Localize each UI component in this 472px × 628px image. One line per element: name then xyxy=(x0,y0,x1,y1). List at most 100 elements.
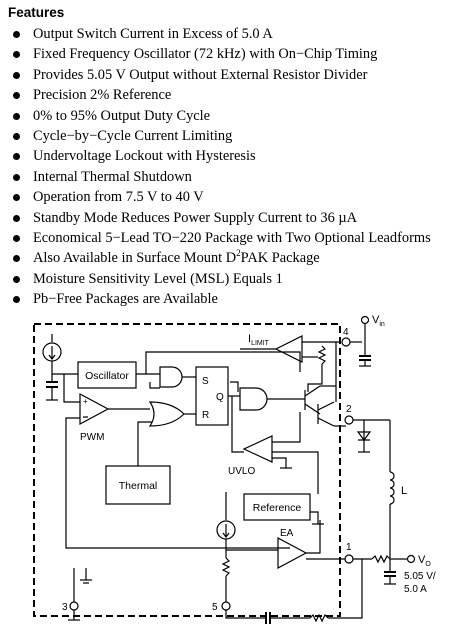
reference-label: Reference xyxy=(253,502,302,514)
wire xyxy=(328,559,363,619)
pin-2-terminal xyxy=(344,415,354,425)
wire xyxy=(272,412,301,443)
feature-item: Pb−Free Packages are Available xyxy=(0,289,431,309)
uvlo-comparator-icon xyxy=(242,435,273,463)
feature-text: Fixed Frequency Oscillator (72 kHz) with… xyxy=(33,46,378,63)
feature-item: Internal Thermal Shutdown xyxy=(0,167,431,187)
vo-label: VO xyxy=(418,554,431,568)
vin-label: Vin xyxy=(372,314,385,328)
feature-text: 0% to 95% Output Duty Cycle xyxy=(33,107,211,124)
feature-item: Standby Mode Reduces Power Supply Curren… xyxy=(0,208,431,228)
current-source-icon xyxy=(216,492,236,558)
feature-text: Precision 2% Reference xyxy=(33,87,172,104)
pin-4-label: 4 xyxy=(343,327,349,338)
feature-item: Precision 2% Reference xyxy=(0,85,431,105)
pwm-label: PWM xyxy=(80,432,104,443)
vin-terminal xyxy=(360,315,370,325)
and-gate-icon xyxy=(159,366,183,388)
wire xyxy=(63,374,80,403)
latch-r-label: R xyxy=(202,410,209,421)
feature-text: Internal Thermal Shutdown xyxy=(33,168,192,185)
feature-item: Fixed Frequency Oscillator (72 kHz) with… xyxy=(0,44,431,64)
pin-1-label: 1 xyxy=(346,542,352,553)
bullet-icon xyxy=(13,214,20,222)
pin-4-terminal xyxy=(341,337,351,347)
block-diagram: Oscillator S Q R + PWM Thermal ILIMIT 4 … xyxy=(33,314,436,624)
bullet-icon xyxy=(13,132,20,140)
ilimit-comparator-icon xyxy=(274,335,303,363)
latch-s-label: S xyxy=(202,376,209,387)
or-gate-icon xyxy=(148,401,185,427)
feature-text: Undervoltage Lockout with Hysteresis xyxy=(33,148,256,165)
bullet-icon xyxy=(13,173,20,181)
vo-main: V xyxy=(418,554,426,566)
oscillator-block xyxy=(77,361,137,389)
ea-amplifier-icon xyxy=(277,536,308,570)
resistor-icon xyxy=(317,345,327,365)
transistor-icon xyxy=(317,401,335,427)
feature-text: Standby Mode Reduces Power Supply Curren… xyxy=(33,209,358,226)
wire xyxy=(137,421,152,466)
bullet-icon xyxy=(13,194,20,202)
inductor-label: L xyxy=(401,485,407,497)
feature-text: PAK Package xyxy=(240,250,320,267)
resistor-icon xyxy=(371,554,391,564)
ilimit-main: I xyxy=(248,333,251,345)
feature-text: Output Switch Current in Excess of 5.0 A xyxy=(33,26,273,42)
bullet-icon xyxy=(13,31,20,38)
wire xyxy=(145,351,301,374)
current-source-icon xyxy=(42,334,62,401)
output-voltage-label: 5.05 V/ xyxy=(404,571,436,582)
pin-3-label: 3 xyxy=(62,602,68,613)
diode-icon xyxy=(356,431,372,441)
wire xyxy=(272,457,287,468)
pwm-comparator-icon xyxy=(79,392,110,426)
vin-main: V xyxy=(372,314,380,326)
features-list: Output Switch Current in Excess of 5.0 A… xyxy=(0,24,431,309)
feature-item: 0% to 95% Output Duty Cycle xyxy=(0,106,431,126)
feature-text: Provides 5.05 V Output without External … xyxy=(33,66,368,83)
wire xyxy=(230,381,239,392)
wire xyxy=(225,610,266,619)
ea-label: EA xyxy=(280,528,294,539)
and-gate-icon xyxy=(239,387,268,411)
thermal-label: Thermal xyxy=(119,480,158,492)
superscript: 2 xyxy=(236,248,241,259)
bullet-icon xyxy=(13,255,20,263)
feature-text: Also Available in Surface Mount D xyxy=(33,250,237,267)
bullet-icon xyxy=(13,296,20,304)
feature-item: Moisture Sensitivity Level (MSL) Equals … xyxy=(0,269,431,289)
feature-item: Undervoltage Lockout with Hysteresis xyxy=(0,146,431,166)
feature-item-d2pak: Also Available in Surface Mount D2PAK Pa… xyxy=(0,248,431,268)
wire xyxy=(272,451,319,494)
inductor-icon xyxy=(389,471,395,505)
bullet-icon xyxy=(13,71,20,79)
wire xyxy=(65,417,290,549)
vin-sub: in xyxy=(379,321,385,328)
wire xyxy=(306,520,321,554)
feature-text: Operation from 7.5 V to 40 V xyxy=(33,189,204,206)
feature-text: Moisture Sensitivity Level (MSL) Equals … xyxy=(33,270,283,287)
ilimit-label: ILIMIT xyxy=(248,333,270,347)
bullet-icon xyxy=(13,234,20,242)
feature-text: Pb−Free Packages are Available xyxy=(33,291,218,308)
vo-sub: O xyxy=(425,561,431,568)
feature-item: Operation from 7.5 V to 40 V xyxy=(0,187,431,207)
ilimit-sub: LIMIT xyxy=(251,340,270,347)
wire xyxy=(310,511,319,524)
plus-sign: + xyxy=(83,397,88,406)
feature-text: Economical 5−Lead TO−220 Package with Tw… xyxy=(33,229,431,246)
features-heading: Features xyxy=(8,5,65,20)
bullet-icon xyxy=(13,112,20,120)
bullet-icon xyxy=(13,51,20,59)
resistor-icon xyxy=(309,613,329,623)
uvlo-label: UVLO xyxy=(228,466,255,477)
wire xyxy=(307,364,323,392)
wire xyxy=(149,382,160,389)
pin-5-label: 5 xyxy=(212,602,218,613)
bullet-icon xyxy=(13,92,20,100)
chip-outline xyxy=(33,323,341,617)
pin-3-terminal xyxy=(69,601,79,611)
feature-item: Provides 5.05 V Output without External … xyxy=(0,65,431,85)
pin-2-label: 2 xyxy=(346,404,352,415)
